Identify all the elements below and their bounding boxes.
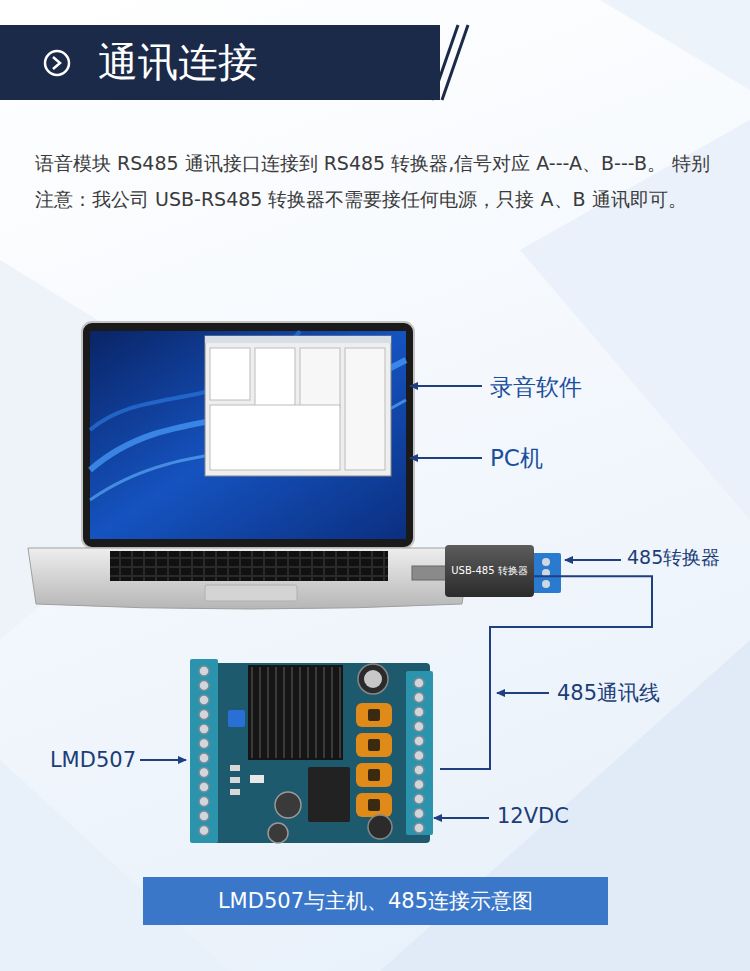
terminal-screw [199,724,209,734]
bg-polygon [520,120,750,520]
caption-text: LMD507与主机、485连接示意图 [143,877,608,925]
banner-slashes [432,25,468,100]
usb-plug [412,566,448,580]
title-icon [45,51,69,75]
inductor [356,763,392,787]
cable-connector [440,576,652,769]
callout-label: 录音软件 [490,372,582,403]
terminal-block [190,659,218,843]
callout-label: PC机 [490,443,543,474]
leader-line [410,457,482,459]
pcb [198,663,430,843]
terminal-screw [199,811,209,821]
inductor-core [368,709,380,721]
callout-label: 485通讯线 [557,679,660,707]
heatsink-fin [259,667,261,758]
terminal-screw [199,768,209,778]
terminal-screw [414,780,424,790]
heatsink-fin [251,667,253,758]
terminal-screw [414,765,424,775]
terminal-screw [414,751,424,761]
laptop [28,322,470,609]
terminal-block [406,671,433,835]
terminal-screw [199,710,209,720]
circuit-board: LMD507 [190,655,440,845]
terminal-screw [414,722,424,732]
callout-label: 485转换器 [627,545,720,571]
heatsink [248,665,343,760]
regulator-chip [308,767,350,822]
heatsink-fin [307,667,309,758]
terminal-screw [199,695,209,705]
board-name: LMD507 [50,748,136,772]
heatsink-fin [291,667,293,758]
heatsink-fin [283,667,285,758]
terminal-screw [199,826,209,836]
capacitor [268,823,288,843]
terminal-screw [414,736,424,746]
heatsink-fin [299,667,301,758]
terminal-screw [414,823,424,833]
heatsink-fin [267,667,269,758]
capacitor-top [364,670,382,688]
leader-line [497,692,549,694]
leader-line [565,559,621,561]
heatsink-fin [275,667,277,758]
resistor-symbol [230,765,240,771]
title-text: 通讯连接 [98,37,258,87]
capacitor [358,664,388,694]
leader-line [434,817,489,819]
capacitor [368,815,392,839]
converter-terminal [531,553,561,593]
terminal-screw [414,809,424,819]
terminal-screw [199,797,209,807]
terminal-screw [199,681,209,691]
inductor [356,733,392,757]
terminal-screw [199,753,209,763]
smd-part [250,775,264,783]
inductor [356,793,392,817]
terminal-screw [414,693,424,703]
intro-paragraph: 语音模块 RS485 通讯接口连接到 RS485 转换器,信号对应 A---A、… [35,145,725,217]
heatsink-fin [315,667,317,758]
terminal-screw [199,782,209,792]
terminal-screw [199,739,209,749]
capacitor [275,792,301,818]
terminal-screw [414,678,424,688]
terminal-screw [414,794,424,804]
terminal-screw [414,707,424,717]
board-drawing [190,655,440,845]
inductor-core [368,739,380,751]
heatsink-fin [339,667,341,758]
leader-line [410,385,482,387]
inductor-core [368,769,380,781]
potentiometer [228,710,245,727]
resistor-symbol [230,777,240,783]
inductor-core [368,799,380,811]
bg-polygon [600,0,750,90]
usb-485-converter: USB-485 转换器 [445,545,534,597]
converter-text: USB-485 转换器 [451,564,527,578]
callout-label: 12VDC [497,804,569,828]
terminal-screw [199,666,209,676]
resistor-symbol [230,789,240,795]
leader-line [140,759,186,761]
heatsink-fin [323,667,325,758]
inductor [356,703,392,727]
heatsink-fin [331,667,333,758]
